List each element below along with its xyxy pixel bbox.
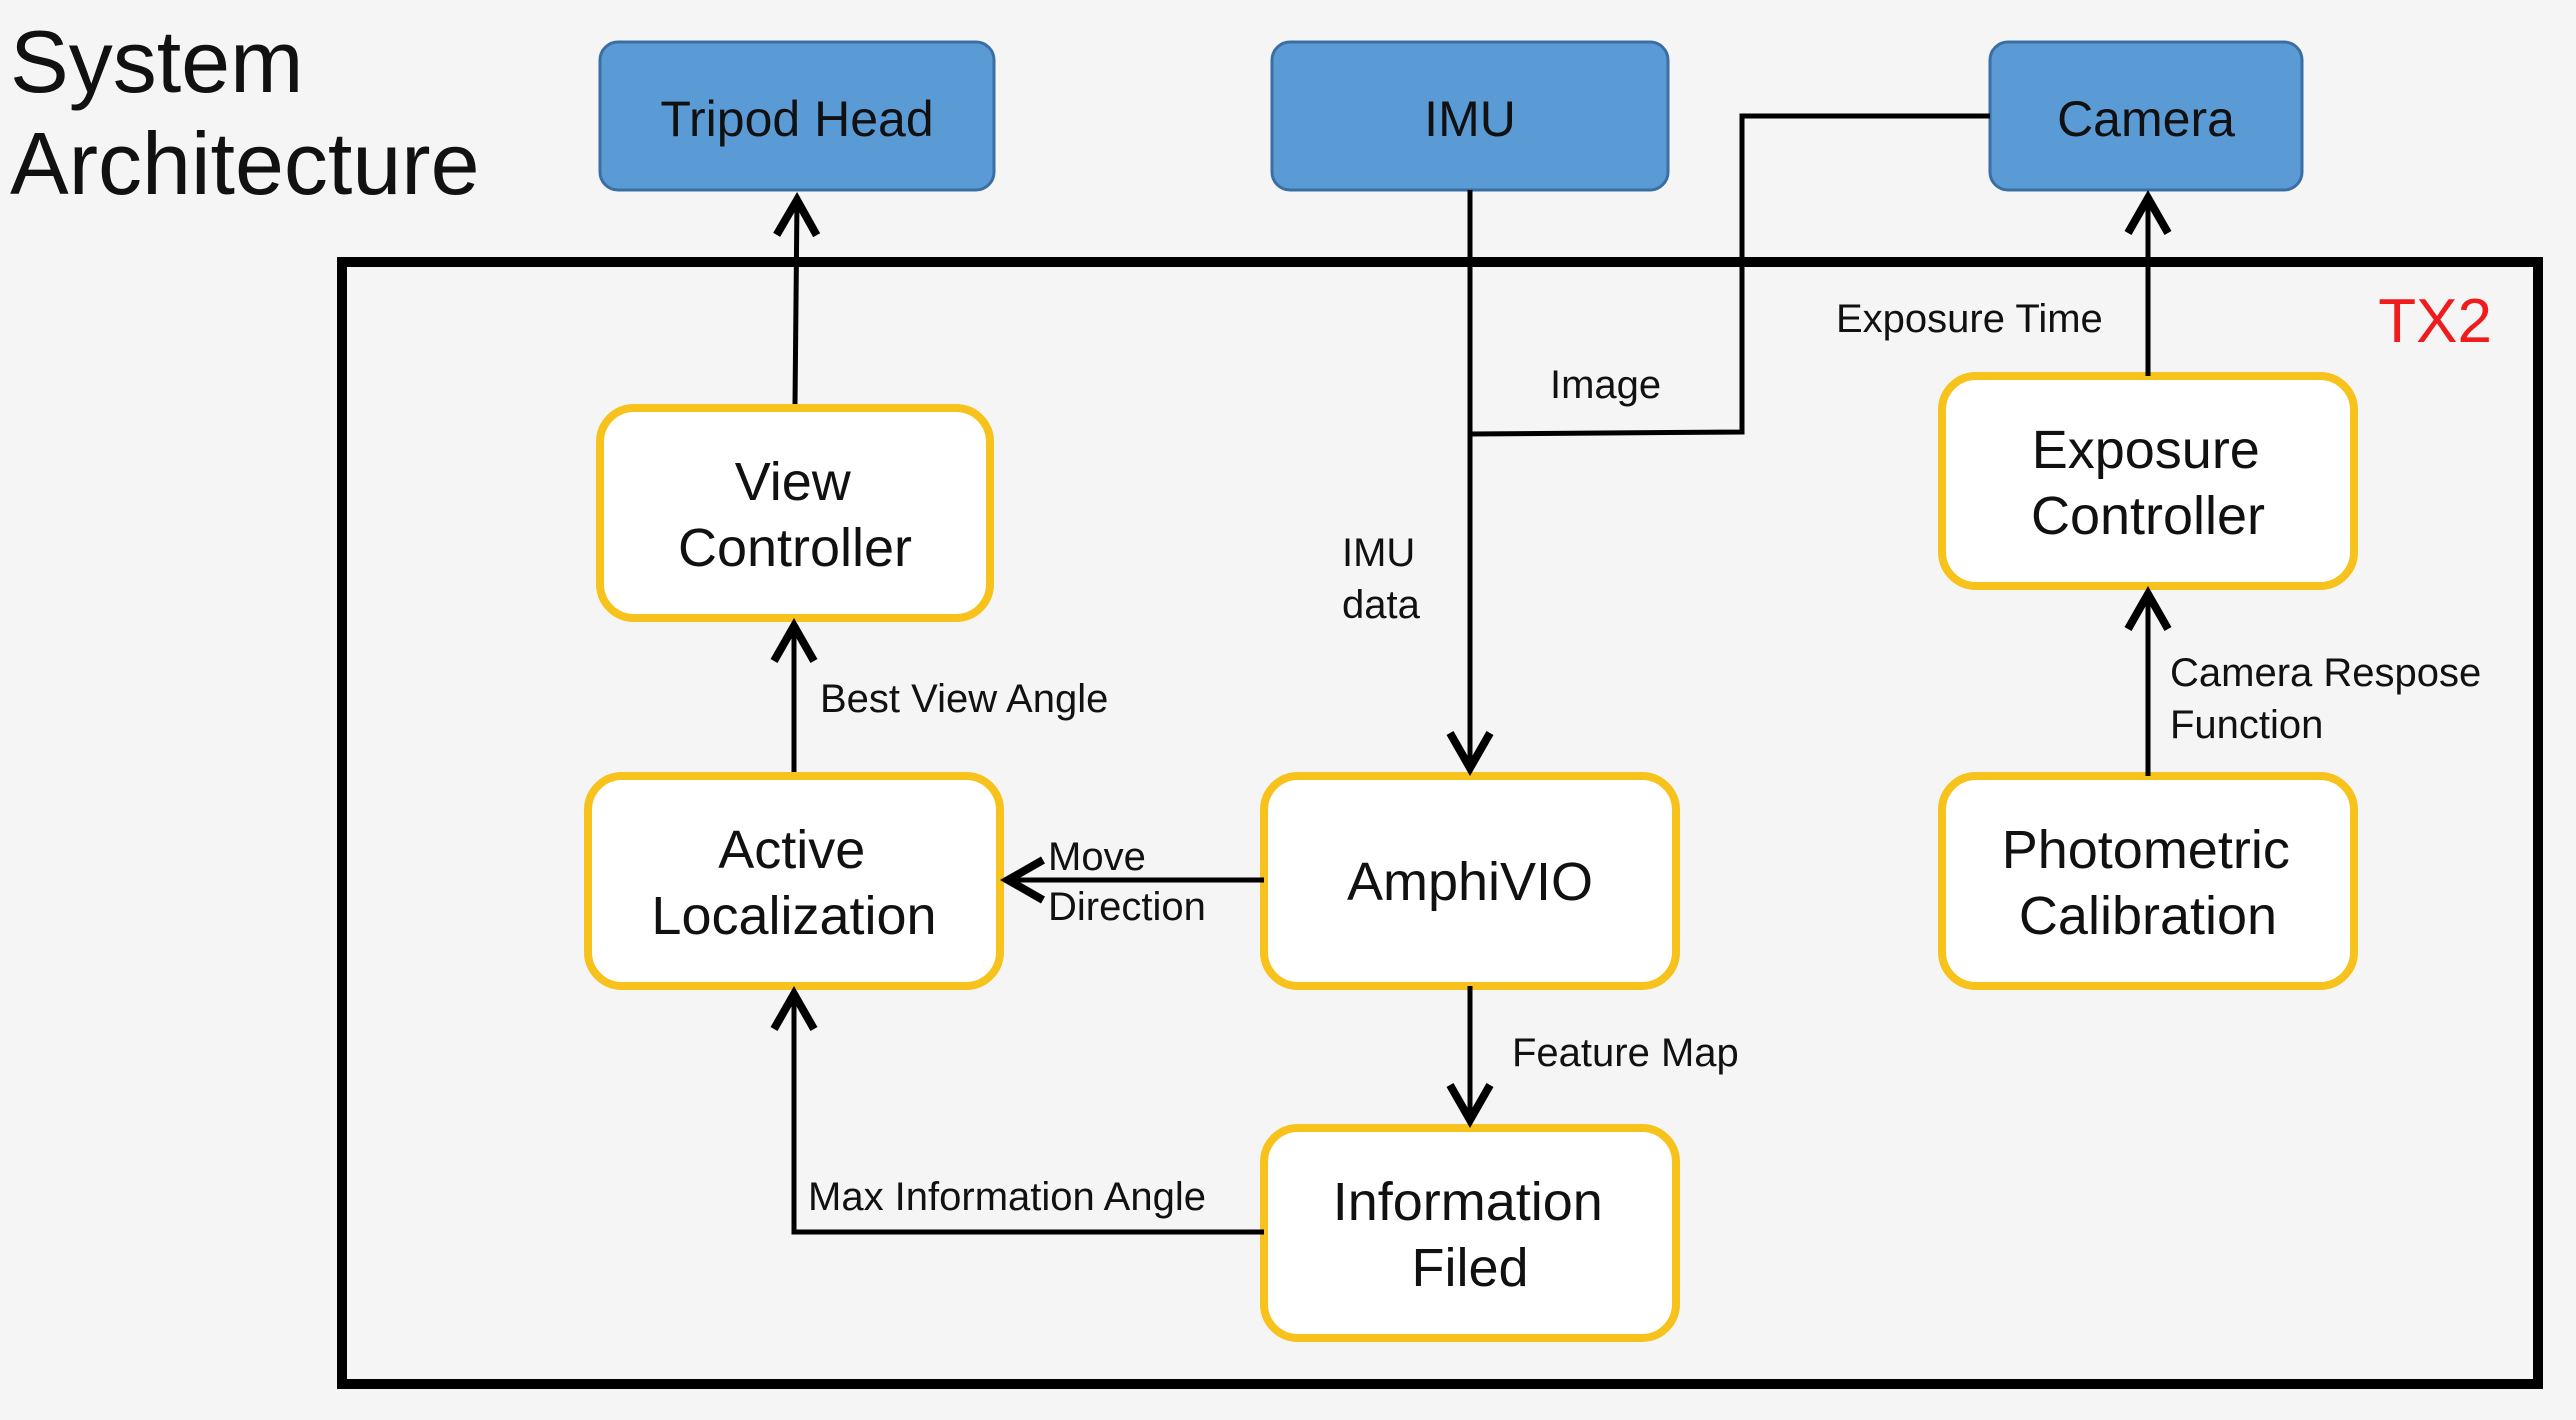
exposure-controller-shape xyxy=(1938,372,2358,590)
imu-box: IMU xyxy=(1270,40,1670,192)
camera-box: Camera xyxy=(1988,40,2304,192)
information-filed-label: Information Filed xyxy=(1333,1172,1608,1298)
active-localization-box: Active Localization xyxy=(584,772,1004,990)
view-controller-box: View Controller xyxy=(596,404,994,622)
imu-data-edge-label: IMU data xyxy=(1342,531,1421,627)
tripod-head-box: Tripod Head xyxy=(598,40,996,192)
amphivio-label: AmphiVIO xyxy=(1347,852,1593,912)
view-controller-shape xyxy=(596,404,994,622)
max-information-angle-edge-label: Max Information Angle xyxy=(808,1175,1206,1219)
amphivio-box: AmphiVIO xyxy=(1260,772,1680,990)
active-localization-label: Active Localization xyxy=(651,820,936,946)
feature-map-edge-label: Feature Map xyxy=(1512,1031,1739,1075)
camera-label: Camera xyxy=(2057,91,2235,147)
active-localization-shape xyxy=(584,772,1004,990)
move-direction-edge-label: Move Direction xyxy=(1048,835,1206,929)
view-controller-label: View Controller xyxy=(678,452,912,578)
camera-response-edge-label: Camera Respose Function xyxy=(2170,651,2486,747)
image-edge-label: Image xyxy=(1550,363,1661,407)
exposure-time-edge-label: Exposure Time xyxy=(1836,297,2103,341)
exposure-controller-label: Exposure Controller xyxy=(2031,420,2265,546)
tx2-frame xyxy=(337,257,2543,1389)
tripod-head-label: Tripod Head xyxy=(660,91,933,147)
image-line xyxy=(1469,113,1990,437)
information-filed-shape xyxy=(1260,1124,1680,1342)
tripod-head-shape xyxy=(598,40,996,192)
photometric-calibration-box: Photometric Calibration xyxy=(1938,772,2358,990)
max-information-angle-arrow xyxy=(770,985,1264,1235)
tx2-label: TX2 xyxy=(2378,287,2492,356)
best-view-angle-edge-label: Best View Angle xyxy=(820,677,1108,721)
photometric-calibration-label: Photometric Calibration xyxy=(2002,820,2295,946)
title-line-2: Architecture xyxy=(10,114,480,213)
imu-label: IMU xyxy=(1424,91,1516,147)
view-controller-to-tripod-arrow xyxy=(773,191,821,405)
photometric-calibration-shape xyxy=(1938,772,2358,990)
information-filed-box: Information Filed xyxy=(1260,1124,1680,1342)
page-title: System Architecture xyxy=(10,12,480,213)
title-line-1: System xyxy=(10,12,303,111)
exposure-controller-box: Exposure Controller xyxy=(1938,372,2358,590)
